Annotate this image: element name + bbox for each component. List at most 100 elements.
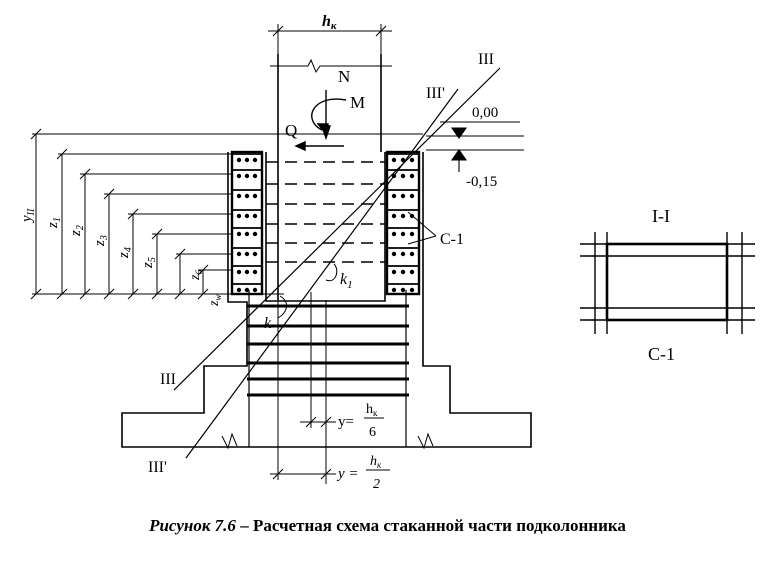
label-III-top: III xyxy=(478,51,494,68)
caption-dash: – xyxy=(235,516,253,535)
wall-mesh-rod xyxy=(236,213,242,219)
hk-dimension xyxy=(268,24,392,54)
dim-yII: yII xyxy=(19,208,37,224)
wall-mesh-rod xyxy=(409,251,415,257)
column-break-line xyxy=(270,58,392,74)
wall-mesh-rod xyxy=(391,287,397,293)
c1-label: С-1 xyxy=(440,231,464,248)
wall-mesh-rod xyxy=(400,157,406,163)
wall-mesh-rod xyxy=(409,173,415,179)
wall-mesh-rod xyxy=(400,173,406,179)
wall-mesh-rod xyxy=(244,173,250,179)
label-y-hk2-prefix: y = xyxy=(336,466,359,482)
pedestal-bars xyxy=(247,304,409,397)
socket-outline xyxy=(265,152,386,302)
pedestal-verticals xyxy=(248,290,407,447)
wall-mesh-rod xyxy=(252,231,258,237)
wall-mesh-rod xyxy=(409,157,415,163)
level-top: 0,00 xyxy=(472,105,498,121)
label-III-prime-bottom: III' xyxy=(148,459,167,476)
dim-y-hk2 xyxy=(270,468,390,480)
dim-zw: zw xyxy=(207,295,223,307)
wall-mesh-rod xyxy=(236,251,242,257)
dim-y-hk6 xyxy=(300,416,384,428)
wall-mesh-rod xyxy=(244,213,250,219)
wall-mesh-rod xyxy=(252,157,258,163)
dim-z1: z1 xyxy=(45,217,63,229)
dim-z3: z3 xyxy=(92,235,110,247)
wall-mesh-frame xyxy=(385,150,421,296)
wall-mesh-rod xyxy=(236,269,242,275)
wall-mesh-rod xyxy=(400,287,406,293)
wall-mesh-rod xyxy=(400,269,406,275)
wall-mesh-rod xyxy=(400,231,406,237)
wall-mesh-rod xyxy=(236,287,242,293)
base-break-left xyxy=(221,432,238,450)
level-marks xyxy=(426,121,524,172)
wall-mesh-rod xyxy=(400,193,406,199)
caption-text: Расчетная схема стаканной части подколон… xyxy=(252,516,626,535)
wall-mesh-rod xyxy=(391,213,397,219)
wall-mesh-rod xyxy=(236,193,242,199)
caption-lead: Рисунок 7.6 xyxy=(149,516,236,535)
section-mesh-label: С-1 xyxy=(648,344,675,364)
hk-label: hк xyxy=(322,13,337,32)
section-I-I-mesh xyxy=(580,232,755,334)
dim-z2: z2 xyxy=(68,225,86,237)
wall-mesh-rod xyxy=(252,251,258,257)
k-points xyxy=(277,263,338,484)
wall-mesh-rod xyxy=(252,287,258,293)
wall-mesh-rod xyxy=(236,173,242,179)
load-Q: Q xyxy=(285,121,297,140)
wall-mesh-rod xyxy=(244,193,250,199)
inclined-sections xyxy=(173,67,501,459)
figure-caption: Рисунок 7.6 – Расчетная схема стаканной … xyxy=(0,516,775,536)
wall-mesh-rod xyxy=(400,251,406,257)
wall-mesh-rod xyxy=(236,157,242,163)
label-k: k xyxy=(264,315,272,332)
c1-leader xyxy=(407,211,437,245)
wall-mesh-rod xyxy=(409,231,415,237)
label-k1: k1 xyxy=(340,271,353,291)
dim-z5: z5 xyxy=(140,257,158,269)
wall-mesh-rod xyxy=(236,231,242,237)
wall-mesh-rod xyxy=(244,231,250,237)
load-arrows xyxy=(294,90,347,152)
column-outline xyxy=(277,54,382,300)
foundation-outline xyxy=(121,152,532,448)
base-break-right xyxy=(417,432,434,450)
wall-mesh-rod xyxy=(391,251,397,257)
label-III-bottom: III xyxy=(160,371,176,388)
wall-mesh-rod xyxy=(244,157,250,163)
wall-mesh-rod xyxy=(252,269,258,275)
wall-mesh-rod xyxy=(409,193,415,199)
dim-z4: z4 xyxy=(116,247,134,259)
label-y-hk2-num: hк xyxy=(370,454,382,470)
wall-mesh-rod xyxy=(244,269,250,275)
wall-mesh-rod xyxy=(391,269,397,275)
wall-mesh-rod xyxy=(409,287,415,293)
label-III-prime-top: III' xyxy=(426,85,445,102)
wall-mesh-rod xyxy=(391,193,397,199)
wall-mesh-rod xyxy=(391,231,397,237)
label-y-hk2-den: 2 xyxy=(373,477,380,492)
wall-mesh-rod xyxy=(252,173,258,179)
wall-mesh-rod xyxy=(409,269,415,275)
wall-mesh-rod xyxy=(391,157,397,163)
level-bottom: -0,15 xyxy=(466,174,497,190)
wall-mesh-rod xyxy=(400,213,406,219)
z-dimension-chain xyxy=(30,128,423,300)
mesh-dashed-levels xyxy=(266,161,385,263)
wall-meshes xyxy=(230,150,421,296)
wall-mesh-rod xyxy=(252,193,258,199)
wall-mesh-rod xyxy=(244,287,250,293)
label-y-hk6-prefix: y= xyxy=(338,414,354,430)
dim-z6: z6 xyxy=(188,270,204,281)
load-N: N xyxy=(338,67,350,86)
section-title: I-I xyxy=(652,206,670,226)
wall-mesh-rod xyxy=(244,251,250,257)
label-y-hk6-num: hк xyxy=(366,402,378,418)
wall-mesh-rod xyxy=(252,213,258,219)
label-y-hk6-den: 6 xyxy=(369,425,376,440)
